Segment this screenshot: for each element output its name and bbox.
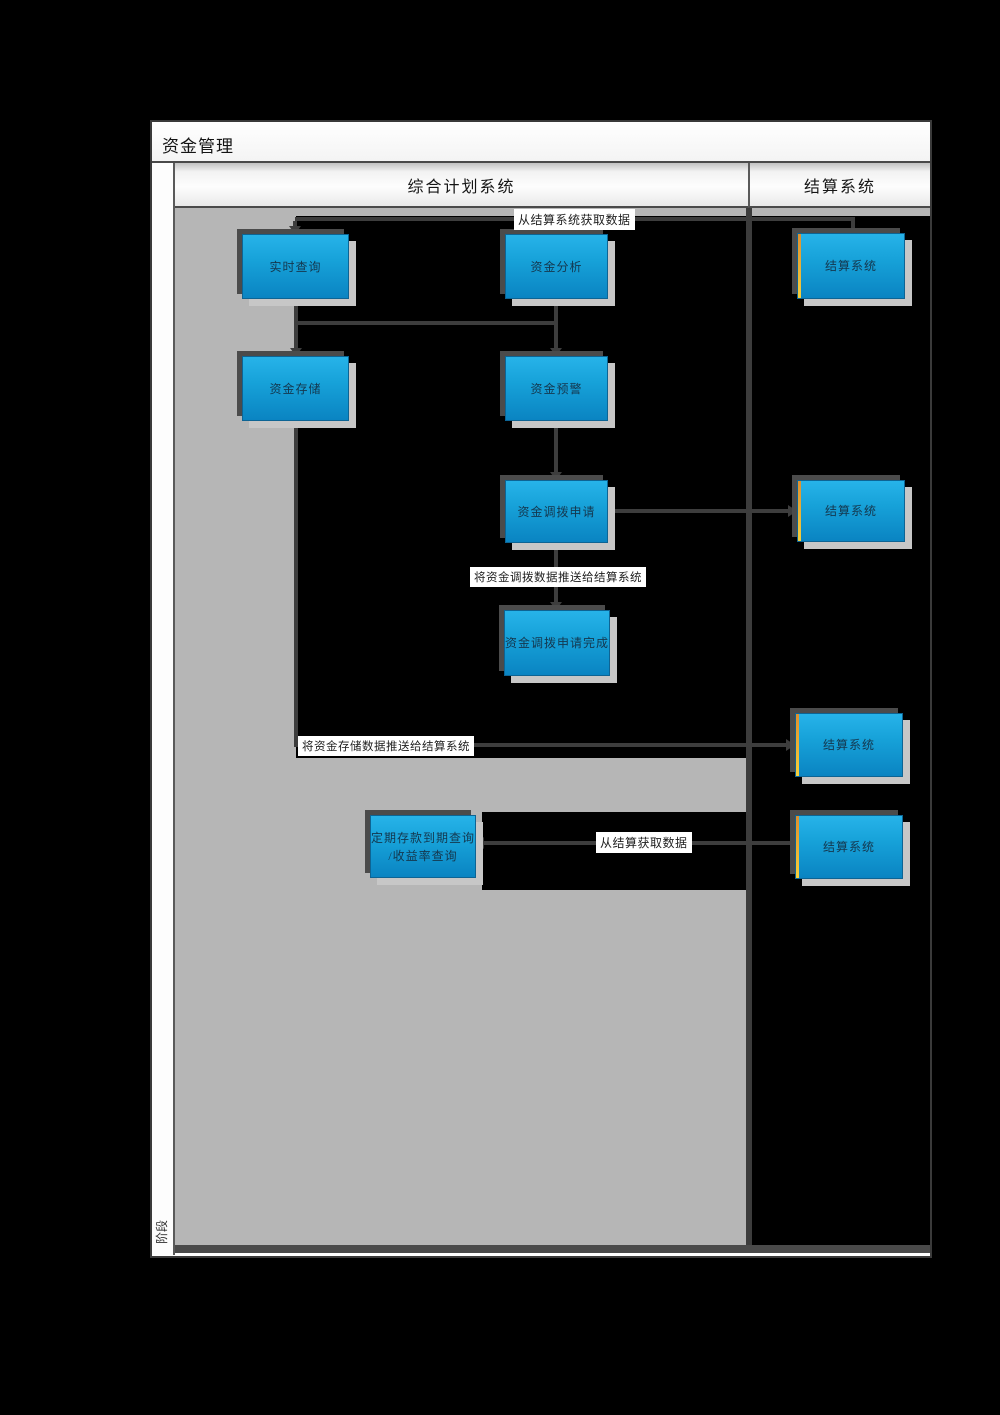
stage-label: 阶段: [155, 1219, 169, 1244]
flowchart-page: 资金管理 阶段 综合计划系统 结算系统 从结算系统获取数据: [150, 120, 932, 1258]
connector-alert-to-transfer: [554, 421, 558, 472]
node-label: 结算系统: [824, 504, 877, 518]
edge-label-push-transfer-data: 将资金调拨数据推送给结算系统: [470, 567, 646, 587]
arrowhead-down-icon: [550, 602, 562, 610]
lane-header-label: 结算系统: [803, 178, 876, 196]
connector-into-realtime-query: [293, 221, 297, 227]
node-fund-transfer-request: 资金调拨申请: [505, 480, 608, 543]
node-settlement-system-4: 结算系统: [795, 815, 903, 879]
node-settlement-system-2: 结算系统: [797, 480, 905, 542]
node-term-deposit-query: 定期存款到期查询 /收益率查询: [370, 815, 476, 878]
connector-from-settlement-top: [851, 217, 855, 233]
node-label: 资金调拨申请完成: [505, 636, 610, 650]
connector-cross-link: [294, 321, 558, 325]
node-settlement-system-1: 结算系统: [797, 233, 905, 299]
node-realtime-query: 实时查询: [242, 234, 349, 299]
lane-header-label: 综合计划系统: [407, 178, 516, 196]
node-label: 资金调拨申请: [517, 504, 596, 519]
arrowhead-right-icon: [788, 505, 797, 517]
connector-storage-to-settlement: [294, 743, 788, 747]
connector-storage-to-settlement: [294, 421, 298, 746]
node-label: 结算系统: [822, 738, 875, 752]
node-fund-storage: 资金存储: [242, 356, 349, 421]
arrowhead-down-icon: [289, 226, 301, 234]
node-label: 结算系统: [822, 840, 875, 854]
node-settlement-system-3: 结算系统: [795, 713, 903, 777]
content-bottom-border: [175, 1245, 930, 1253]
node-fund-analysis: 资金分析: [505, 234, 608, 299]
diagram-title-bar: 资金管理: [152, 122, 930, 163]
node-label: 定期存款到期查询 /收益率查询: [371, 830, 476, 863]
arrowhead-down-icon: [550, 348, 562, 356]
arrowhead-down-icon: [550, 226, 562, 234]
lanes-content-area: 从结算系统获取数据 将资金调拨数据推送给结算系统 将资金存储数据推送给结算系统: [175, 208, 930, 1253]
edge-label-push-storage-data: 将资金存储数据推送给结算系统: [298, 736, 474, 756]
arrowhead-left-icon: [475, 837, 484, 849]
node-fund-transfer-request-complete: 资金调拨申请完成: [504, 610, 610, 676]
diagram-title: 资金管理: [162, 137, 234, 156]
node-label: 资金分析: [530, 259, 583, 274]
node-label: 资金预警: [530, 381, 583, 396]
lane-divider: [746, 208, 752, 1253]
arrowhead-down-icon: [290, 348, 302, 356]
arrowhead-down-icon: [550, 472, 562, 480]
lane-header-settlement-system: 结算系统: [748, 163, 930, 208]
stage-column: 阶段: [152, 163, 175, 1255]
connector-transfer-to-settlement: [608, 509, 789, 513]
arrowhead-right-icon: [786, 739, 795, 751]
node-fund-alert: 资金预警: [505, 356, 608, 421]
lane-header-planning-system: 综合计划系统: [175, 163, 748, 208]
node-label: 结算系统: [824, 259, 877, 273]
edge-label-fetch-from-settlement: 从结算系统获取数据: [514, 209, 635, 230]
node-label: 实时查询: [269, 259, 322, 274]
edge-label-fetch-from-settlement-bottom: 从结算获取数据: [596, 832, 692, 853]
node-label: 资金存储: [269, 381, 322, 396]
